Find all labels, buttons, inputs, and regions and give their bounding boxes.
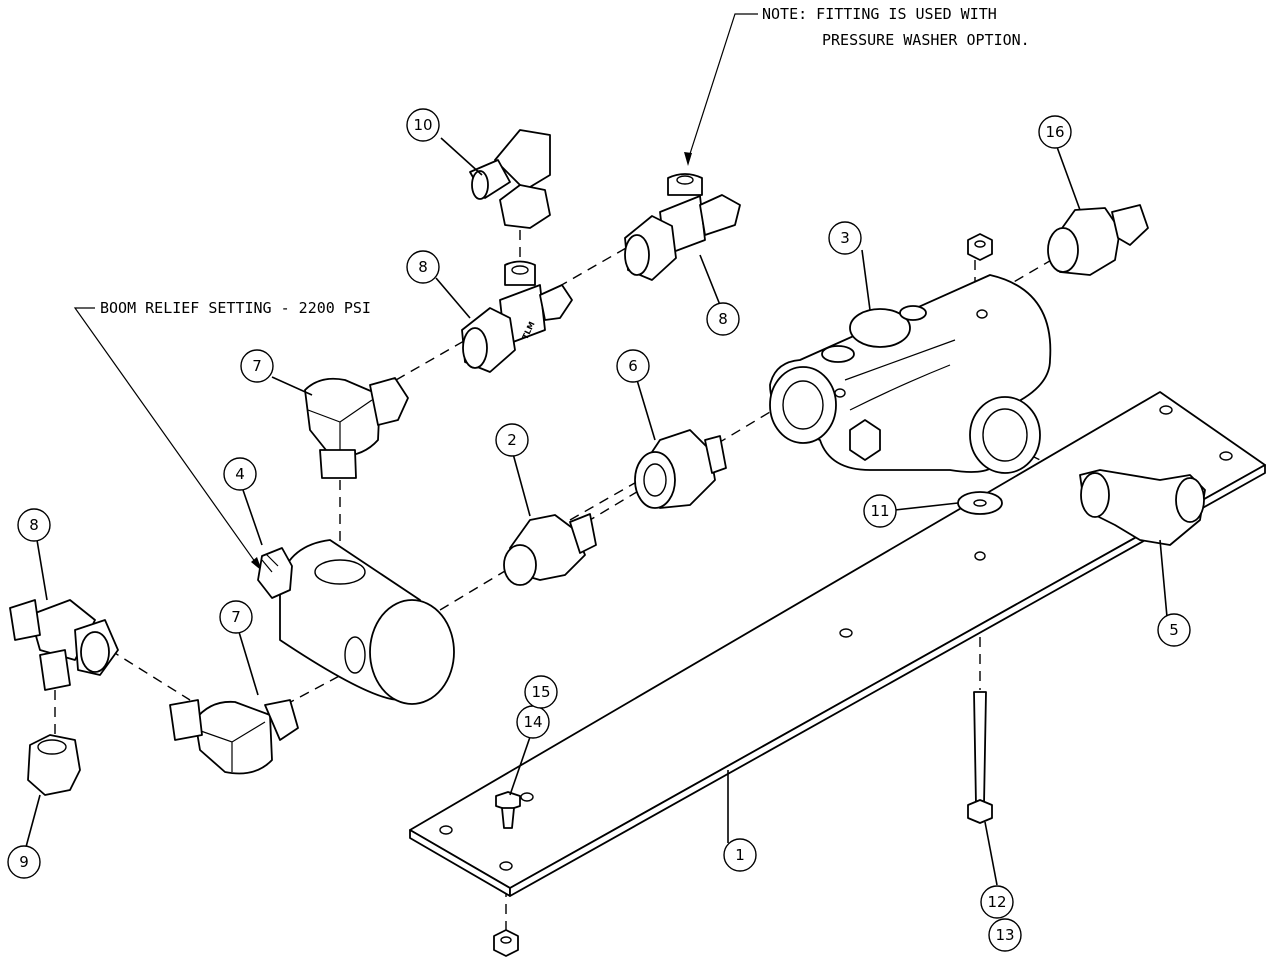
- callout-3: 3: [828, 221, 862, 255]
- callout-5: 5: [1157, 613, 1191, 647]
- svg-text:1: 1: [735, 846, 745, 864]
- elbow-fitting-7-lower: [169, 699, 299, 775]
- svg-text:6: 6: [628, 357, 638, 375]
- svg-text:8: 8: [29, 516, 39, 534]
- pressure-washer-note: NOTE: FITTING IS USED WITH PRESSURE WASH…: [684, 5, 1030, 166]
- callout-10: 10: [406, 108, 440, 142]
- lock-nut-top: [967, 233, 993, 261]
- note-line-2: PRESSURE WASHER OPTION.: [822, 31, 1030, 49]
- elbow-fitting-10: [469, 129, 551, 229]
- adapter-fitting-6: [634, 429, 727, 509]
- callout-9: 9: [7, 845, 41, 879]
- svg-text:8: 8: [418, 258, 428, 276]
- callout-1: 1: [723, 838, 757, 872]
- adapter-fitting-2: [503, 513, 597, 586]
- callout-14: 14: [516, 705, 550, 739]
- adapter-fitting-16: [1047, 204, 1149, 276]
- leader-lines: [25, 137, 1168, 886]
- svg-text:13: 13: [995, 926, 1014, 944]
- callout-4: 4: [223, 457, 257, 491]
- svg-text:4: 4: [235, 465, 245, 483]
- callout-11: 11: [863, 494, 897, 528]
- elbow-fitting-5: [1079, 469, 1206, 546]
- svg-text:2: 2: [507, 431, 517, 449]
- tee-fitting-8-top: [624, 173, 741, 281]
- svg-text:11: 11: [870, 502, 889, 520]
- svg-text:7: 7: [252, 357, 262, 375]
- elbow-fitting-7-upper: [304, 377, 409, 479]
- svg-text:7: 7: [231, 608, 241, 626]
- callout-8-center: 8: [406, 250, 440, 284]
- svg-text:9: 9: [19, 853, 29, 871]
- short-bolt-14: [495, 791, 534, 829]
- tee-fitting-8-left: [9, 599, 119, 691]
- callout-12: 12: [980, 885, 1014, 919]
- svg-text:15: 15: [531, 683, 550, 701]
- callout-15: 15: [524, 675, 558, 709]
- svg-text:5: 5: [1169, 621, 1179, 639]
- svg-text:16: 16: [1045, 123, 1064, 141]
- valve-body: [769, 274, 1052, 474]
- callout-6: 6: [616, 349, 650, 383]
- callout-8-left: 8: [17, 508, 51, 542]
- washer-11: [957, 491, 1003, 515]
- boom-relief-label: BOOM RELIEF SETTING - 2200 PSI: [100, 299, 371, 317]
- long-bolt-12: [967, 691, 993, 824]
- svg-text:8: 8: [718, 310, 728, 328]
- callout-13: 13: [988, 918, 1022, 952]
- relief-valve-block: [257, 539, 455, 705]
- svg-text:3: 3: [840, 229, 850, 247]
- callout-7-lower: 7: [219, 600, 253, 634]
- tee-fitting-8-center: TLM: [461, 260, 573, 373]
- callout-8-top: 8: [706, 302, 740, 336]
- cap-nut-9: [27, 734, 81, 796]
- callout-2: 2: [495, 423, 529, 457]
- svg-text:12: 12: [987, 893, 1006, 911]
- lock-nut-bottom: [493, 929, 519, 957]
- note-line-1: NOTE: FITTING IS USED WITH: [762, 5, 997, 23]
- svg-text:14: 14: [523, 713, 542, 731]
- svg-text:10: 10: [413, 116, 432, 134]
- callout-16: 16: [1038, 115, 1072, 149]
- callout-7-upper: 7: [240, 349, 274, 383]
- mounting-plate: [409, 391, 1266, 897]
- boom-relief-note: BOOM RELIEF SETTING - 2200 PSI: [73, 299, 371, 571]
